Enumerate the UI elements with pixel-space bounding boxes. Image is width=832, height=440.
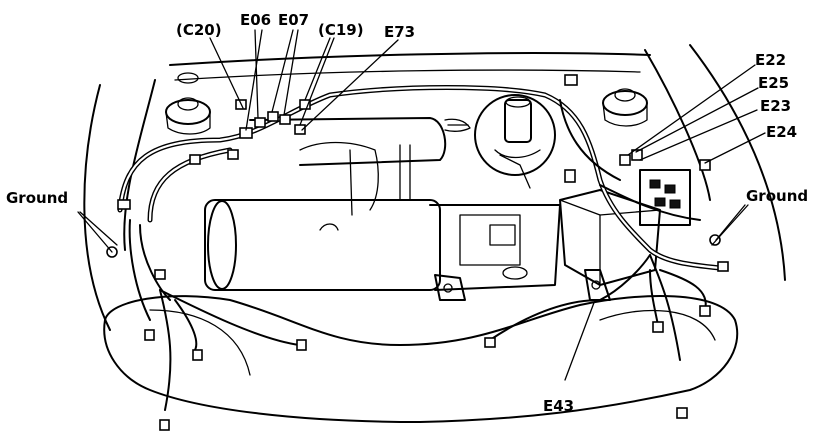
label-ground-right: Ground xyxy=(746,187,809,205)
label-e25: E25 xyxy=(758,74,790,92)
label-c19: (C19) xyxy=(318,21,364,39)
front-bumper xyxy=(103,295,739,423)
leader-lines xyxy=(77,29,766,381)
label-ground-left: Ground xyxy=(6,189,69,207)
brake-booster xyxy=(474,94,556,189)
label-e22: E22 xyxy=(755,51,787,69)
body-outline xyxy=(83,44,786,331)
label-e24: E24 xyxy=(766,123,798,141)
engine-block xyxy=(204,199,561,291)
label-e23: E23 xyxy=(760,97,792,115)
label-c20: (C20) xyxy=(176,21,222,39)
label-e06: E06 xyxy=(240,11,272,29)
main-harness xyxy=(117,85,723,411)
label-e43: E43 xyxy=(543,397,575,415)
left-strut-tower xyxy=(165,72,211,135)
intake-manifold xyxy=(249,117,471,216)
relay-block xyxy=(639,169,691,226)
label-e73: E73 xyxy=(384,23,416,41)
connectors xyxy=(106,74,729,431)
right-strut-tower xyxy=(602,88,648,127)
label-e07: E07 xyxy=(278,11,310,29)
mount-brackets xyxy=(434,269,611,301)
